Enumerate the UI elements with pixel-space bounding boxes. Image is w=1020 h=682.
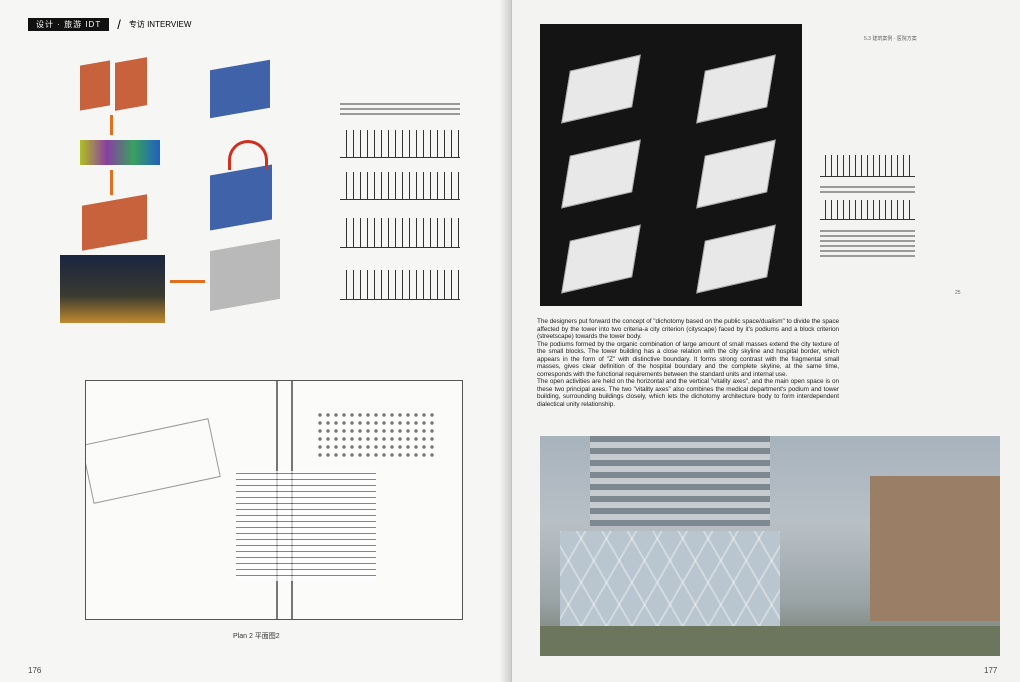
blue-mass: [210, 59, 270, 119]
massing-diagrams: [60, 55, 340, 325]
right-page: 5.3 建筑案例 · 医院方案 25 The designers put for…: [512, 0, 1020, 682]
right-diagram-column: [820, 155, 915, 280]
orange-mass: [80, 60, 110, 111]
section-diagram: [340, 130, 460, 158]
blue-mass: [210, 164, 272, 231]
orange-mass: [82, 194, 147, 251]
curved-arrow-icon: [228, 140, 268, 170]
section-label: 专访 INTERVIEW: [128, 20, 192, 29]
right-arrow-icon: [170, 280, 205, 283]
left-page: 设计 · 旅游 IDT / 专访 INTERVIEW Plan 2 平面图2 1…: [0, 0, 512, 682]
building-model: [696, 139, 776, 209]
orange-mass: [115, 57, 147, 111]
building-model: [696, 224, 776, 294]
site-plan-drawing: [85, 380, 463, 620]
section-header: 设计 · 旅游 IDT / 专访 INTERVIEW: [28, 17, 191, 32]
down-arrow-icon: [110, 170, 113, 195]
building-model: [561, 139, 641, 209]
figure-number: 25: [955, 290, 961, 296]
night-photo: [60, 255, 165, 323]
diagram-text-column: [340, 100, 465, 325]
section-tag: 设计 · 旅游 IDT: [28, 18, 110, 31]
divider-slash: /: [117, 17, 121, 32]
section-diagram: [340, 172, 460, 200]
building-model: [561, 224, 641, 294]
gray-mass: [210, 238, 280, 312]
hospital-footprint: [236, 471, 376, 581]
colored-masses: [80, 140, 160, 165]
page-number-right: 177: [984, 666, 998, 675]
section-diagram: [340, 218, 460, 248]
page-number-left: 176: [28, 666, 42, 675]
body-text: The designers put forward the concept of…: [537, 318, 839, 408]
axonometric-panel: [540, 24, 802, 306]
trees: [316, 411, 436, 461]
building-model: [561, 54, 641, 124]
down-arrow-icon: [110, 115, 113, 135]
plan-caption: Plan 2 平面图2: [233, 633, 280, 640]
building-rendering-photo: [540, 436, 1000, 656]
section-header-right: 5.3 建筑案例 · 医院方案: [864, 36, 917, 42]
building-model: [696, 54, 776, 124]
section-diagram: [340, 270, 460, 300]
